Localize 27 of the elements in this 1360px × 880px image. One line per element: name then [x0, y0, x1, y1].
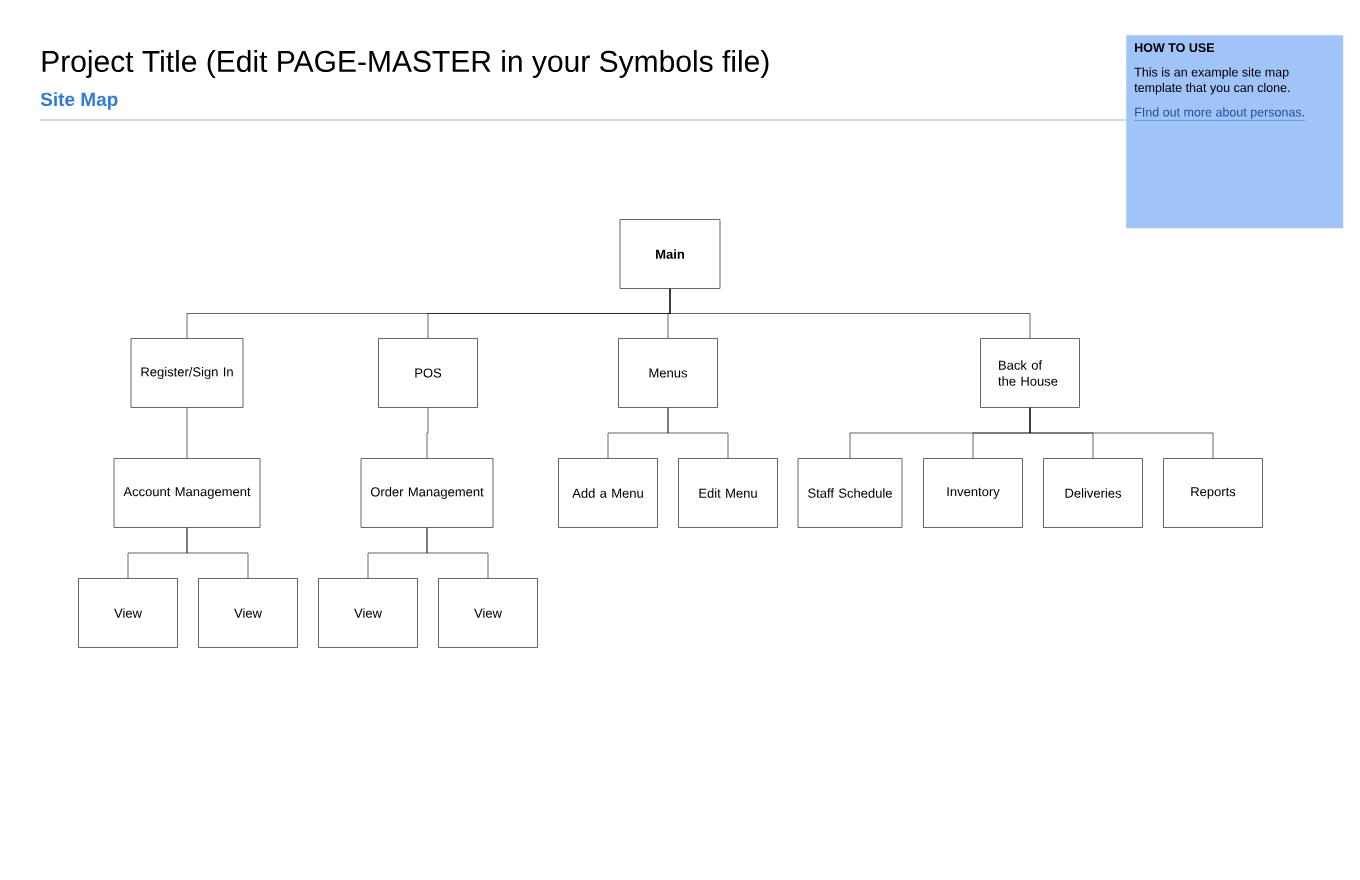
page-box: Add a Menu	[558, 458, 658, 528]
page-box: Edit Menu	[678, 458, 778, 528]
page-box: Reports	[1163, 458, 1263, 528]
page-box: POS	[378, 338, 478, 408]
connector-line	[669, 288, 1031, 339]
page-box: Inventory	[923, 458, 1023, 528]
connector-line	[667, 407, 729, 459]
page-box: Back of the House	[980, 338, 1080, 408]
page-box: Staff Schedule	[797, 458, 903, 528]
page-box: View	[78, 578, 178, 648]
page-box: View	[318, 578, 418, 648]
connector-line	[186, 527, 249, 579]
connector-line	[426, 407, 429, 459]
page-box: Main	[619, 219, 721, 289]
page-box: View	[438, 578, 538, 648]
page-box: Order Management	[360, 458, 494, 528]
page-box: Register/Sign In	[130, 338, 244, 408]
sticky-note: HOW TO USE This is an example site map template that you can clone. FInd out more about personas.	[1126, 35, 1344, 229]
page-box: Menus	[618, 338, 718, 408]
page-title: Project Title (Edit PAGE-MASTER in your Symbols file)	[42, 50, 769, 78]
page-box: Deliveries	[1043, 458, 1143, 528]
connector-line	[186, 407, 188, 459]
subtitle: Site Map	[40, 92, 118, 110]
page-box: Account Management	[113, 458, 261, 528]
connector-line	[1029, 407, 1214, 459]
connector-line	[426, 527, 489, 579]
page-box: View	[198, 578, 298, 648]
